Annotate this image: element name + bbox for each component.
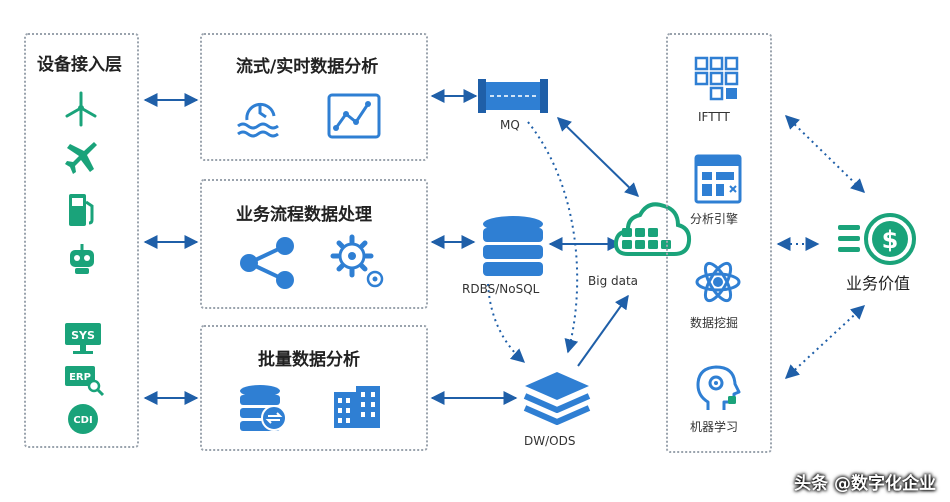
clock-wave-icon xyxy=(237,102,279,138)
stream-analysis-panel xyxy=(200,33,428,161)
sys-monitor-icon: SYS xyxy=(65,323,101,354)
process-data-panel xyxy=(200,179,428,309)
line-chart-icon xyxy=(327,93,381,139)
arrow-dw-bigdata xyxy=(577,294,629,367)
robot-icon xyxy=(70,244,94,274)
device-access-panel xyxy=(24,33,139,448)
sys-badge: SYS xyxy=(71,329,95,342)
stream-analysis-title: 流式/实时数据分析 xyxy=(236,57,379,77)
big-data-cloud-icon xyxy=(613,202,692,256)
business-value-icon: $ xyxy=(838,213,916,265)
wind-turbine-icon xyxy=(65,91,97,127)
ifttt-label: IFTTT xyxy=(698,110,730,124)
dotted-mq-dw xyxy=(527,121,579,354)
machine-learning-head-icon xyxy=(696,365,741,410)
mq-label: MQ xyxy=(500,118,520,132)
database-sync-icon xyxy=(240,385,287,431)
machine-learning-label: 机器学习 xyxy=(690,420,739,434)
airplane-icon xyxy=(65,142,97,174)
dollar-symbol: $ xyxy=(882,226,899,254)
layers-stack-icon xyxy=(523,372,591,425)
device-access-title: 设备接入层 xyxy=(37,55,122,75)
process-data-title: 业务流程数据处理 xyxy=(236,205,372,225)
atom-icon xyxy=(695,261,741,303)
data-mining-label: 数据挖掘 xyxy=(690,316,739,330)
ifttt-grid-icon xyxy=(694,56,739,101)
analysis-engine-label: 分析引擎 xyxy=(690,212,739,226)
dw-label: DW/ODS xyxy=(524,434,576,448)
erp-search-icon: ERP xyxy=(65,366,105,397)
mq-queue-icon xyxy=(478,79,548,113)
business-value-label: 业务价值 xyxy=(846,274,911,293)
dotted-ml-value xyxy=(784,305,866,379)
share-nodes-icon xyxy=(240,237,294,289)
analysis-tools-panel xyxy=(666,33,772,453)
arrow-mq-bigdata xyxy=(556,117,640,197)
batch-analysis-title: 批量数据分析 xyxy=(258,350,360,370)
cdi-badge: CDI xyxy=(73,415,92,426)
fuel-pump-icon xyxy=(69,194,94,226)
watermark-text: 头条 @数字化企业 xyxy=(794,474,936,494)
batch-analysis-panel xyxy=(200,325,428,451)
gear-icon xyxy=(330,234,384,288)
cdi-icon: CDI xyxy=(68,404,98,434)
analysis-engine-icon xyxy=(694,154,742,204)
dotted-ifttt-value xyxy=(784,115,866,193)
erp-badge: ERP xyxy=(69,372,91,383)
rdbs-label: RDBS/NoSQL xyxy=(462,282,540,296)
database-icon xyxy=(483,216,543,276)
big-data-label: Big data xyxy=(588,274,639,288)
building-icon xyxy=(334,386,380,428)
